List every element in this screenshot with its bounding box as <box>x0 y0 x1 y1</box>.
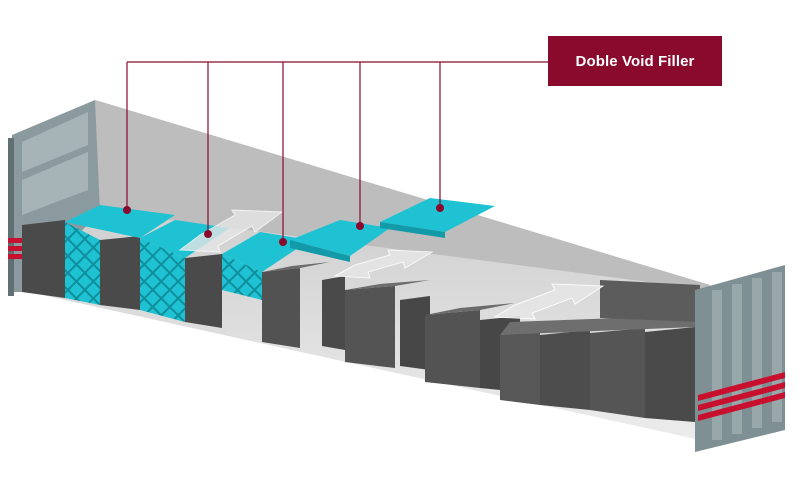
void-filler-label: Doble Void Filler <box>548 36 722 86</box>
void-filler-label-text: Doble Void Filler <box>576 53 695 70</box>
container-right-door <box>695 265 785 452</box>
